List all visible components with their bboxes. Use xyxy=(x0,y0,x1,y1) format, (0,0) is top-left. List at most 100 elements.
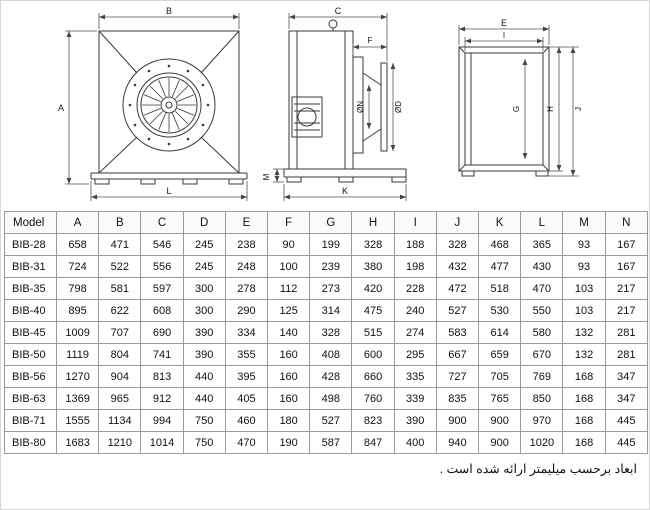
header-row: Model A B C D E F G H I J K L M N xyxy=(4,211,649,234)
base-frame-side xyxy=(283,168,407,183)
motor xyxy=(291,96,323,138)
value-cell: 1119 xyxy=(55,343,100,366)
value-cell: 355 xyxy=(224,343,269,366)
base-frame xyxy=(90,172,248,185)
value-cell: 199 xyxy=(309,233,353,256)
value-cell: 765 xyxy=(478,387,522,410)
value-cell: 741 xyxy=(140,343,184,366)
value-cell: 813 xyxy=(140,365,184,388)
value-cell: 705 xyxy=(478,365,522,388)
value-cell: 300 xyxy=(182,299,226,322)
value-cell: 900 xyxy=(478,431,522,454)
drawing-area: B A L C F ØN ØD M K E I G H J xyxy=(1,1,649,209)
value-cell: 217 xyxy=(604,277,649,300)
value-cell: 274 xyxy=(393,321,437,344)
value-cell: 132 xyxy=(562,321,606,344)
value-cell: 660 xyxy=(351,365,395,388)
value-cell: 750 xyxy=(182,409,226,432)
dim-label-A: A xyxy=(58,103,64,113)
model-cell: BIB-63 xyxy=(4,387,57,410)
value-cell: 168 xyxy=(562,409,606,432)
column-header: H xyxy=(351,211,395,234)
column-header: L xyxy=(520,211,564,234)
value-cell: 408 xyxy=(309,343,353,366)
value-cell: 940 xyxy=(435,431,480,454)
front-view xyxy=(90,30,248,185)
value-cell: 622 xyxy=(98,299,142,322)
value-cell: 597 xyxy=(140,277,184,300)
value-cell: 556 xyxy=(140,255,184,278)
value-cell: 468 xyxy=(478,233,522,256)
value-cell: 314 xyxy=(309,299,353,322)
front-dimensions xyxy=(65,13,248,201)
value-cell: 900 xyxy=(478,409,522,432)
value-cell: 904 xyxy=(98,365,142,388)
value-cell: 470 xyxy=(224,431,269,454)
value-cell: 240 xyxy=(393,299,437,322)
value-cell: 281 xyxy=(604,343,649,366)
value-cell: 228 xyxy=(393,277,437,300)
column-header: A xyxy=(55,211,100,234)
rear-view xyxy=(458,46,550,177)
value-cell: 546 xyxy=(140,233,184,256)
value-cell: 1210 xyxy=(98,431,142,454)
value-cell: 273 xyxy=(309,277,353,300)
value-cell: 245 xyxy=(182,233,226,256)
value-cell: 132 xyxy=(562,343,606,366)
value-cell: 670 xyxy=(520,343,564,366)
column-header: K xyxy=(478,211,522,234)
value-cell: 835 xyxy=(435,387,480,410)
value-cell: 100 xyxy=(267,255,311,278)
value-cell: 1369 xyxy=(55,387,100,410)
value-cell: 445 xyxy=(604,409,649,432)
value-cell: 527 xyxy=(309,409,353,432)
panel-outer xyxy=(458,46,550,172)
value-cell: 432 xyxy=(435,255,480,278)
value-cell: 527 xyxy=(435,299,480,322)
value-cell: 339 xyxy=(393,387,437,410)
model-cell: BIB-71 xyxy=(4,409,57,432)
value-cell: 530 xyxy=(478,299,522,322)
dim-label-E: E xyxy=(501,18,507,28)
value-cell: 390 xyxy=(182,321,226,344)
value-cell: 1009 xyxy=(55,321,100,344)
value-cell: 477 xyxy=(478,255,522,278)
value-cell: 347 xyxy=(604,365,649,388)
value-cell: 245 xyxy=(182,255,226,278)
column-header: C xyxy=(140,211,184,234)
value-cell: 347 xyxy=(604,387,649,410)
panel-inner xyxy=(464,52,544,166)
value-cell: 168 xyxy=(562,431,606,454)
value-cell: 328 xyxy=(309,321,353,344)
value-cell: 1020 xyxy=(520,431,564,454)
dim-label-F: F xyxy=(368,36,373,45)
column-header: B xyxy=(98,211,142,234)
value-cell: 400 xyxy=(393,431,437,454)
dim-label-B: B xyxy=(166,6,172,16)
value-cell: 365 xyxy=(520,233,564,256)
value-cell: 328 xyxy=(435,233,480,256)
value-cell: 440 xyxy=(182,365,226,388)
value-cell: 238 xyxy=(224,233,269,256)
value-cell: 168 xyxy=(562,387,606,410)
value-cell: 690 xyxy=(140,321,184,344)
value-cell: 198 xyxy=(393,255,437,278)
value-cell: 522 xyxy=(98,255,142,278)
dim-label-OD: ØD xyxy=(394,101,403,113)
value-cell: 581 xyxy=(98,277,142,300)
value-cell: 430 xyxy=(520,255,564,278)
value-cell: 160 xyxy=(267,365,311,388)
dim-label-K: K xyxy=(342,186,348,196)
value-cell: 658 xyxy=(55,233,100,256)
value-cell: 440 xyxy=(182,387,226,410)
value-cell: 160 xyxy=(267,387,311,410)
value-cell: 1270 xyxy=(55,365,100,388)
value-cell: 380 xyxy=(351,255,395,278)
value-cell: 445 xyxy=(604,431,649,454)
value-cell: 290 xyxy=(224,299,269,322)
value-cell: 550 xyxy=(520,299,564,322)
